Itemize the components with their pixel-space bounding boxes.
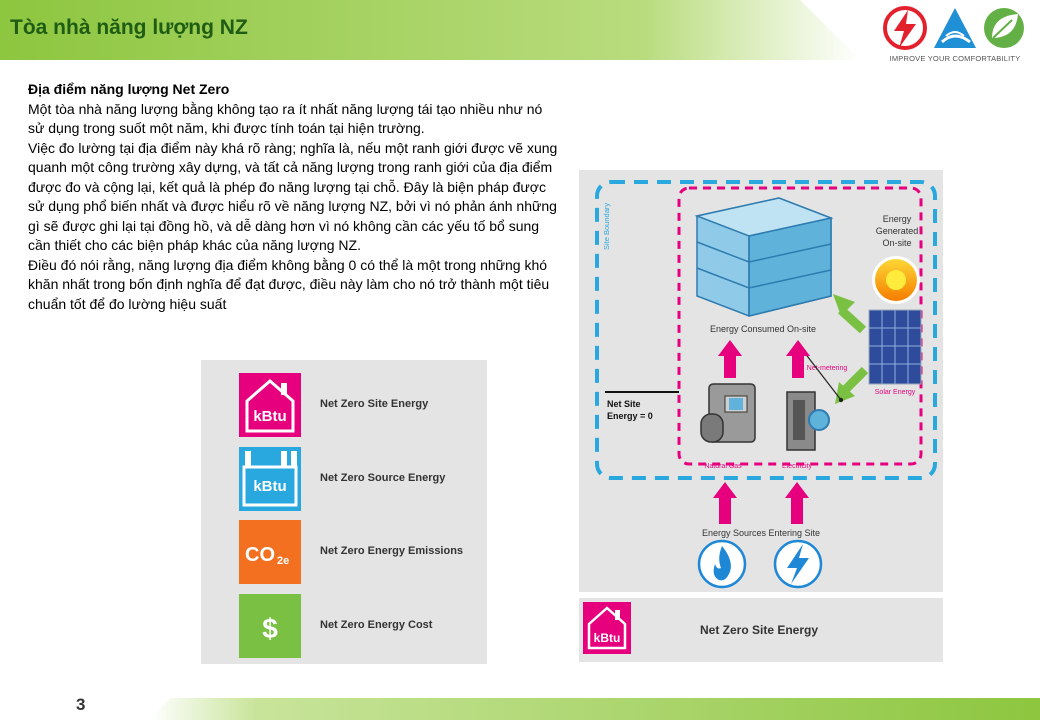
legend-panel: kBtu Net Zero Site Energy kBtu Net Zero … <box>201 360 487 664</box>
site-boundary-label: Site Boundary <box>602 203 611 250</box>
legend-tile-text: kBtu <box>253 408 286 425</box>
gas-meter-icon <box>700 383 756 443</box>
legend-label: Net Zero Energy Emissions <box>320 545 464 557</box>
kbtu-house-icon: kBtu <box>583 602 631 654</box>
kbtu-house-icon: kBtu <box>239 373 301 437</box>
site-boundary <box>595 180 937 480</box>
leaf-icon <box>984 8 1024 48</box>
magenta-arrow-gas-up <box>718 340 742 378</box>
legend-label: Net Zero Site Energy <box>320 398 429 410</box>
net-metering-pointer <box>800 347 842 401</box>
body-paragraph: Điều đó nói rằng, năng lượng địa điểm kh… <box>28 256 550 312</box>
lightning-icon <box>883 6 927 50</box>
energy-sources-label: Energy Sources Entering Site <box>702 528 820 538</box>
sun-icon <box>872 256 920 304</box>
caption-tile-text: kBtu <box>594 631 621 645</box>
energy-generated-line: Generated <box>876 226 919 236</box>
legend-tile-text: CO <box>245 544 275 566</box>
caption-graphic: kBtu Net Zero Site Energy <box>583 602 818 654</box>
magenta-arrow-electric-source <box>785 482 809 524</box>
body-paragraph: Một tòa nhà năng lượng bằng không tạo ra… <box>28 100 543 137</box>
page-number: 3 <box>76 695 86 714</box>
natural-gas-label: Natural Gas <box>704 463 742 470</box>
legend-tile-subscript: 2e <box>277 555 289 567</box>
electricity-label: Electricity <box>782 463 812 470</box>
legend-tile-text: $ <box>262 613 278 644</box>
gas-flame-icon <box>697 539 747 589</box>
legend-tile-text: kBtu <box>253 478 286 495</box>
diagram-caption: Net Zero Site Energy <box>700 623 818 637</box>
net-metering-label: Net-metering <box>807 365 848 372</box>
body-paragraph: Việc đo lường tại địa điểm này khá rõ rà… <box>28 139 558 254</box>
logo-mark <box>883 6 1024 50</box>
kbtu-factory-icon: kBtu <box>239 447 301 511</box>
legend-row-source-energy: kBtu Net Zero Source Energy <box>239 447 479 511</box>
energy-generated-line: On-site <box>882 238 911 248</box>
logo-tagline: IMPROVE YOUR COMFORTABILITY <box>889 54 1021 63</box>
solar-energy-label: Solar Energy <box>875 389 916 396</box>
body-text: Địa điểm năng lượng Net Zero Một tòa nhà… <box>28 80 558 314</box>
net-zero-site-diagram: Site Boundary Energy Consumed On-site En… <box>579 170 943 592</box>
electric-meter-icon <box>786 391 830 451</box>
legend-label: Net Zero Energy Cost <box>320 619 433 631</box>
footer-band <box>150 698 1040 720</box>
magenta-arrow-electric-up <box>786 340 810 378</box>
slide-title: Tòa nhà năng lượng NZ <box>10 16 248 39</box>
net-metering-dot <box>838 397 844 403</box>
legend-label: Net Zero Source Energy <box>320 472 446 484</box>
green-arrow-in <box>833 294 867 334</box>
energy-consumed-label: Energy Consumed On-site <box>710 324 816 334</box>
body-heading: Địa điểm năng lượng Net Zero <box>28 81 230 97</box>
water-drop-icon <box>934 8 976 48</box>
energy-generated-line: Energy <box>883 214 912 224</box>
legend-row-emissions: CO 2e Net Zero Energy Emissions <box>239 520 479 584</box>
legend-row-site-energy: kBtu Net Zero Site Energy <box>239 373 479 437</box>
net-site-line-2: Energy = 0 <box>607 411 653 421</box>
diagram-caption-panel: kBtu Net Zero Site Energy <box>579 598 943 662</box>
net-site-line-1: Net Site <box>607 399 641 409</box>
co2-icon: CO 2e <box>239 520 301 584</box>
header-band <box>0 0 860 60</box>
electricity-bolt-icon <box>773 539 823 589</box>
solar-panel-icon <box>868 309 922 385</box>
magenta-arrow-gas-source <box>713 482 737 524</box>
legend-row-cost: $ Net Zero Energy Cost <box>239 594 479 658</box>
company-logo: IMPROVE YOUR COMFORTABILITY <box>880 4 1030 66</box>
dollar-icon: $ <box>239 594 301 658</box>
building-icon <box>694 197 834 317</box>
